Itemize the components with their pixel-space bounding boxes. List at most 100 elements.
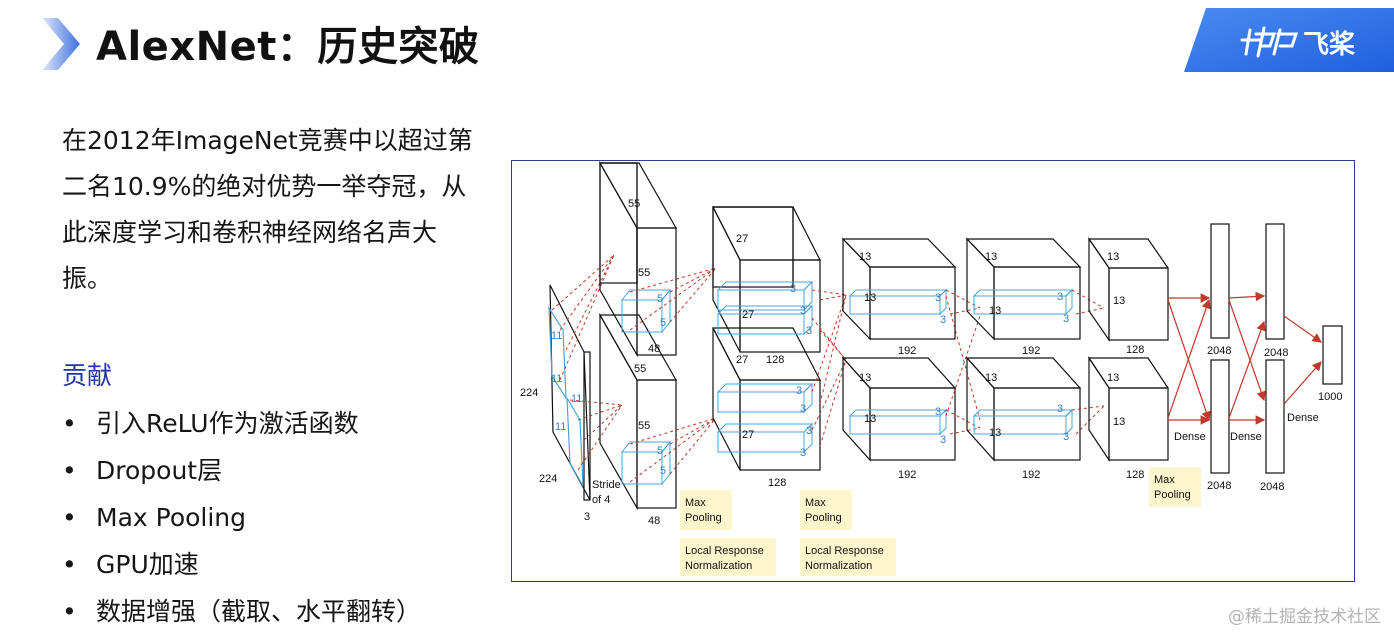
conv2-kernel-box bbox=[716, 423, 814, 433]
conv2-kernel-box bbox=[716, 281, 814, 291]
conv3-size-label: 13 bbox=[859, 251, 871, 263]
list-item-text: Dropout层 bbox=[96, 456, 223, 485]
conv1-kernel-box bbox=[621, 451, 663, 485]
list-item-text: 数据增强（截取、水平翻转） bbox=[96, 597, 422, 626]
dense-connection-arrow bbox=[1228, 291, 1266, 302]
kernel-size-label: 11 bbox=[555, 421, 566, 433]
dense-layer-box bbox=[1265, 223, 1285, 340]
conv3-channels-label: 192 bbox=[898, 345, 916, 357]
list-item-text: GPU加速 bbox=[96, 550, 199, 579]
conv2-kernel-label: 3 bbox=[796, 385, 802, 397]
conv2-kernel-label: 3 bbox=[806, 425, 812, 437]
conv2-top-box bbox=[712, 206, 821, 261]
conv1-channels-label: 48 bbox=[648, 343, 660, 355]
lrn-note bbox=[800, 538, 896, 576]
output-layer-box bbox=[1322, 325, 1343, 385]
conv4-size-label: 13 bbox=[989, 427, 1001, 439]
conv2-kernel-box bbox=[717, 391, 805, 413]
contributions-heading: 贡献 bbox=[62, 361, 113, 390]
list-item: •GPU加速 bbox=[62, 541, 421, 588]
kernel-size-label: 11 bbox=[571, 393, 582, 405]
bullet-icon: • bbox=[62, 503, 77, 532]
conv2-bottom-box bbox=[712, 327, 741, 471]
conv4-kernel-box bbox=[973, 295, 1067, 315]
dense-units-label: 2048 bbox=[1207, 480, 1231, 492]
bullet-icon: • bbox=[62, 409, 77, 438]
conv1-kernel-box bbox=[661, 440, 671, 486]
conv2-size-label: 27 bbox=[742, 309, 754, 321]
conv1-bottom-tower bbox=[598, 314, 678, 381]
connection-dashed-line bbox=[1071, 405, 1105, 411]
brand-name: 飞桨 bbox=[1303, 30, 1356, 60]
conv4-box bbox=[993, 387, 1081, 461]
input-width-label: 224 bbox=[539, 473, 557, 485]
max-pooling-note bbox=[1149, 467, 1201, 507]
kernel-size-label: 11 bbox=[551, 373, 562, 385]
conv1-kernel-label: 5 bbox=[660, 465, 666, 477]
stride-label: Stride bbox=[592, 479, 621, 491]
conv4-channels-label: 192 bbox=[1022, 345, 1040, 357]
conv1-top-tower bbox=[598, 162, 678, 229]
connection-dashed-line bbox=[819, 294, 847, 405]
conv1-kernel-label: 5 bbox=[657, 445, 663, 457]
conv4-kernel-label: 3 bbox=[1063, 431, 1069, 443]
conv4-size-label: 13 bbox=[985, 251, 997, 263]
dense-label: Dense bbox=[1287, 412, 1319, 424]
max-pooling-note bbox=[800, 490, 852, 530]
max-pooling-note-text: Pooling bbox=[805, 512, 842, 524]
output-units-label: 1000 bbox=[1318, 391, 1342, 403]
conv1-size-label: 55 bbox=[638, 420, 650, 432]
connection-dashed-line bbox=[669, 267, 717, 323]
connection-dashed-line bbox=[811, 289, 847, 296]
alexnet-diagram-frame bbox=[511, 160, 1355, 582]
conv5-box bbox=[1108, 267, 1169, 341]
conv4-kernel-box bbox=[973, 415, 1067, 435]
conv1-kernel-label: 5 bbox=[660, 317, 666, 329]
dense-label: Dense bbox=[1230, 431, 1262, 443]
list-item: •Dropout层 bbox=[62, 447, 421, 494]
conv3-size-label: 13 bbox=[864, 413, 876, 425]
connection-dashed-line bbox=[629, 417, 717, 445]
conv1-kernel-label: 5 bbox=[657, 293, 663, 305]
conv4-size-label: 13 bbox=[985, 372, 997, 384]
conv4-box bbox=[965, 357, 1082, 389]
conv2-channels-label: 128 bbox=[768, 477, 786, 489]
max-pooling-note-text: Max bbox=[685, 497, 706, 509]
connection-dashed-line bbox=[559, 254, 615, 381]
lrn-note-text: Normalization bbox=[805, 560, 872, 572]
max-pooling-note bbox=[680, 490, 732, 530]
connection-dashed-line bbox=[551, 254, 615, 311]
input-image-volume bbox=[583, 351, 591, 501]
input-kernel-box bbox=[548, 305, 567, 401]
conv3-box bbox=[869, 387, 956, 461]
conv2-kernel-box bbox=[717, 289, 805, 311]
conv3-box bbox=[869, 266, 956, 340]
conv3-kernel-label: 3 bbox=[940, 434, 946, 446]
conv3-kernel-box bbox=[849, 415, 941, 435]
connection-dashed-line bbox=[945, 289, 981, 309]
connection-dashed-line bbox=[577, 404, 623, 421]
connection-dashed-line bbox=[669, 417, 717, 475]
conv2-size-label: 27 bbox=[736, 354, 748, 366]
conv3-kernel-label: 3 bbox=[935, 406, 941, 418]
conv3-channels-label: 192 bbox=[898, 469, 916, 481]
conv5-channels-label: 128 bbox=[1126, 344, 1144, 356]
conv5-box bbox=[1108, 387, 1169, 461]
conv1-size-label: 55 bbox=[638, 267, 650, 279]
dense-connection-arrow bbox=[1283, 315, 1322, 343]
connection-dashed-line bbox=[811, 359, 847, 431]
conv5-box bbox=[1087, 357, 1170, 389]
conv5-size-label: 13 bbox=[1107, 372, 1119, 384]
dense-units-label: 2048 bbox=[1264, 347, 1288, 359]
conv1-size-label: 55 bbox=[634, 363, 646, 375]
conv5-size-label: 13 bbox=[1113, 295, 1125, 307]
connection-dashed-line bbox=[819, 294, 847, 301]
lrn-note-text: Local Response bbox=[685, 545, 764, 557]
conv3-size-label: 13 bbox=[864, 292, 876, 304]
watermark-text: @稀土掘金技术社区 bbox=[1228, 607, 1381, 627]
conv5-box bbox=[1088, 237, 1110, 342]
conv2-size-label: 27 bbox=[742, 429, 754, 441]
contributions-list: •引入ReLU作为激活函数 •Dropout层 •Max Pooling •GP… bbox=[62, 400, 421, 635]
connection-dashed-line bbox=[1075, 307, 1105, 315]
connection-dashed-line bbox=[669, 417, 717, 445]
